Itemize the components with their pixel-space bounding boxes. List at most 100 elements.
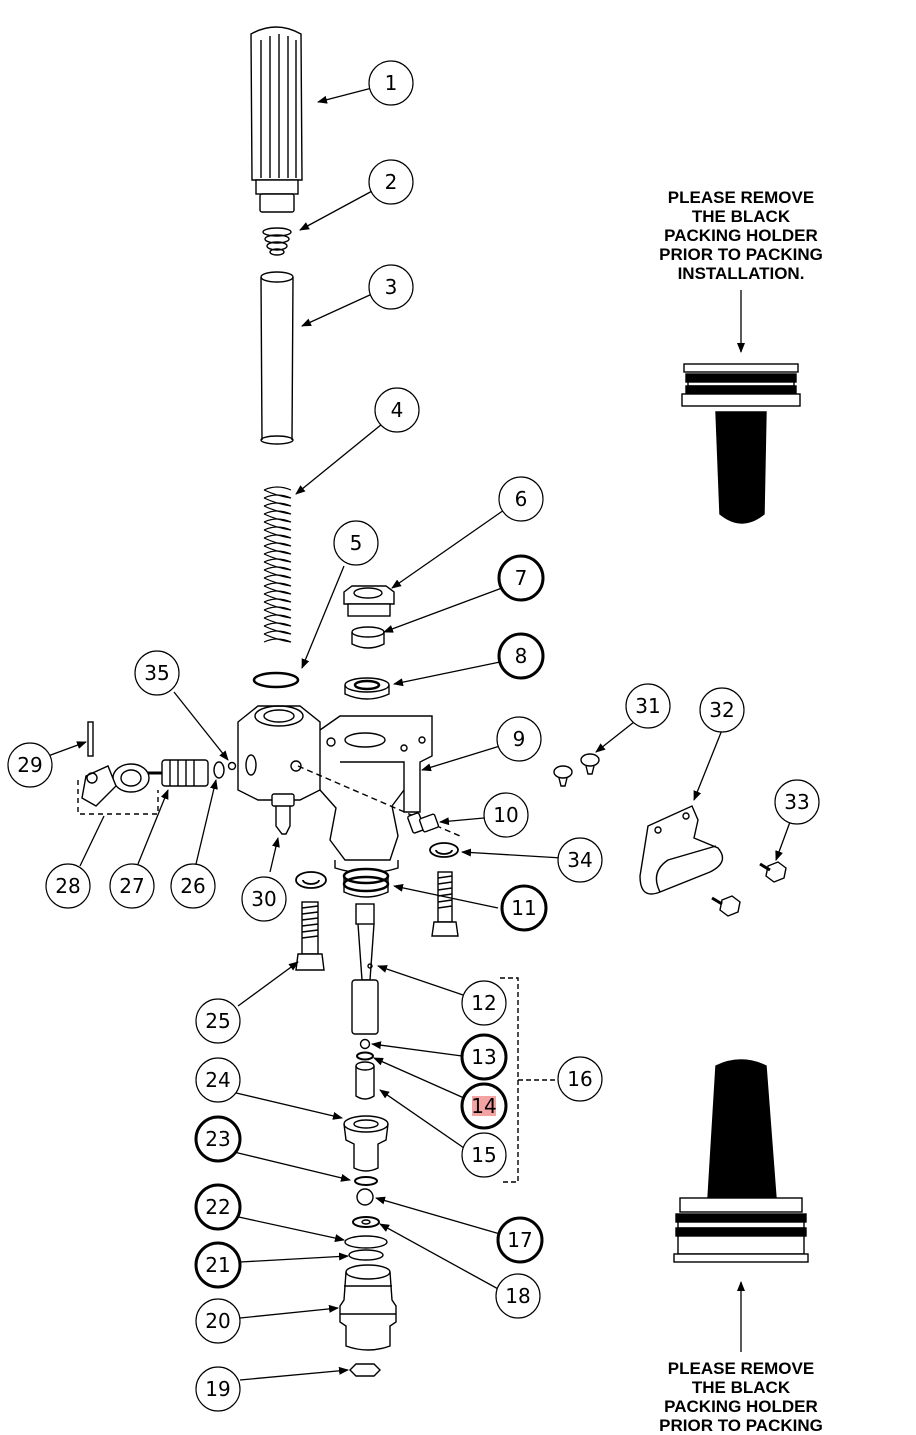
- callout-circle: [195, 1298, 241, 1344]
- callout-circle: [500, 884, 548, 932]
- callout-balloons: 1234567891011121314151617181920212223242…: [7, 60, 820, 1412]
- callout-number: 14: [471, 1094, 496, 1118]
- callout-circle: [774, 779, 820, 825]
- callout-circle: [7, 742, 53, 788]
- part-8-packing: [344, 677, 390, 700]
- note-bottom-line: PRIOR TO PACKING: [659, 1416, 823, 1435]
- callout-number: 11: [511, 896, 536, 920]
- part-31-screws: [553, 753, 600, 787]
- callout-circle: [699, 687, 745, 733]
- callout-6: 6: [498, 476, 544, 522]
- part-27-check-valve: [148, 759, 209, 787]
- callout-circle: [170, 863, 216, 909]
- callout-number: 25: [205, 1009, 230, 1033]
- callout-circle: [461, 1132, 507, 1178]
- callout-number: 29: [17, 753, 42, 777]
- callout-17: 17: [496, 1216, 544, 1264]
- callout-circle: [195, 1057, 241, 1103]
- part-30-nozzle: [271, 793, 295, 835]
- part-6-hex-nut: [343, 585, 395, 617]
- callout-circle: [109, 863, 155, 909]
- callout-circle: [195, 998, 241, 1044]
- note-top-line: INSTALLATION.: [677, 264, 805, 283]
- parts: [77, 26, 809, 1377]
- callout-circle: [368, 60, 414, 106]
- part-33-bolts: [711, 861, 787, 917]
- callout-circle: [241, 876, 287, 922]
- callout-number: 3: [385, 275, 398, 299]
- callout-circle: [45, 863, 91, 909]
- part-4-long-spring: [263, 486, 292, 643]
- callout-number: 13: [471, 1045, 496, 1069]
- note-bottom-line: THE BLACK: [691, 1378, 791, 1397]
- callout-24: 24: [195, 1057, 241, 1103]
- callout-number: 8: [515, 644, 528, 668]
- callout-circle: [498, 476, 544, 522]
- callout-25: 25: [195, 998, 241, 1044]
- callout-1: 1: [368, 60, 414, 106]
- callout-highlight: [472, 1096, 496, 1116]
- callout-number: 17: [507, 1228, 532, 1252]
- callout-circle: [497, 632, 545, 680]
- callout-number: 22: [205, 1195, 230, 1219]
- callout-circle: [134, 650, 180, 696]
- callout-number: 1: [385, 71, 398, 95]
- part-1-handle-grip: [250, 26, 303, 213]
- callout-number: 2: [385, 170, 398, 194]
- note-top: PLEASE REMOVE THE BLACK PACKING HOLDER P…: [621, 188, 861, 283]
- part-9-main-body: [237, 705, 461, 874]
- part-3-tube: [260, 271, 294, 445]
- callout-number: 4: [391, 398, 404, 422]
- callout-number: 7: [515, 566, 528, 590]
- callout-number: 10: [493, 803, 518, 827]
- part-11-packing: [342, 867, 390, 898]
- callout-number: 24: [205, 1068, 230, 1092]
- callout-number: 26: [180, 874, 205, 898]
- part-23-o-ring: [354, 1176, 378, 1186]
- callout-26: 26: [170, 863, 216, 909]
- callout-16: 16: [557, 1056, 603, 1102]
- leader-arrows: [47, 87, 791, 1381]
- callout-29: 29: [7, 742, 53, 788]
- callout-22: 22: [194, 1183, 242, 1231]
- part-25-bolt: [295, 901, 325, 971]
- callout-number: 21: [205, 1253, 230, 1277]
- callout-number: 18: [505, 1284, 530, 1308]
- callout-number: 31: [635, 694, 660, 718]
- callout-35: 35: [134, 650, 180, 696]
- part-5-o-ring: [252, 671, 300, 689]
- callout-circle: [461, 980, 507, 1026]
- callout-9: 9: [496, 716, 542, 762]
- callout-30: 30: [241, 876, 287, 922]
- part-bolt-right: [431, 871, 459, 937]
- callout-number: 15: [471, 1143, 496, 1167]
- callout-number: 9: [513, 727, 526, 751]
- part-21-o-ring: [348, 1249, 384, 1261]
- callout-number: 34: [567, 848, 592, 872]
- part-10-fitting: [407, 812, 440, 834]
- callout-number: 16: [567, 1067, 592, 1091]
- part-34-split-washer: [429, 842, 459, 858]
- callout-21: 21: [194, 1241, 242, 1289]
- callout-circle: [557, 837, 603, 883]
- callout-circle: [368, 264, 414, 310]
- callout-number: 19: [205, 1377, 230, 1401]
- callout-8: 8: [497, 632, 545, 680]
- callout-number: 30: [251, 887, 276, 911]
- callout-circle: [194, 1115, 242, 1163]
- callout-circle: [625, 683, 671, 729]
- callout-33: 33: [774, 779, 820, 825]
- callout-11: 11: [500, 884, 548, 932]
- note-bottom: PLEASE REMOVE THE BLACK PACKING HOLDER P…: [621, 1359, 861, 1435]
- callout-number: 5: [350, 531, 363, 555]
- callout-23: 23: [194, 1115, 242, 1163]
- callout-circle: [495, 1273, 541, 1319]
- part-13-ball: [359, 1038, 371, 1050]
- part-15-sleeve: [355, 1061, 375, 1100]
- callout-18: 18: [495, 1273, 541, 1319]
- callout-circle: [194, 1241, 242, 1289]
- callout-number: 23: [205, 1127, 230, 1151]
- part-14-ring: [356, 1051, 374, 1061]
- part-2-small-spring: [262, 227, 292, 256]
